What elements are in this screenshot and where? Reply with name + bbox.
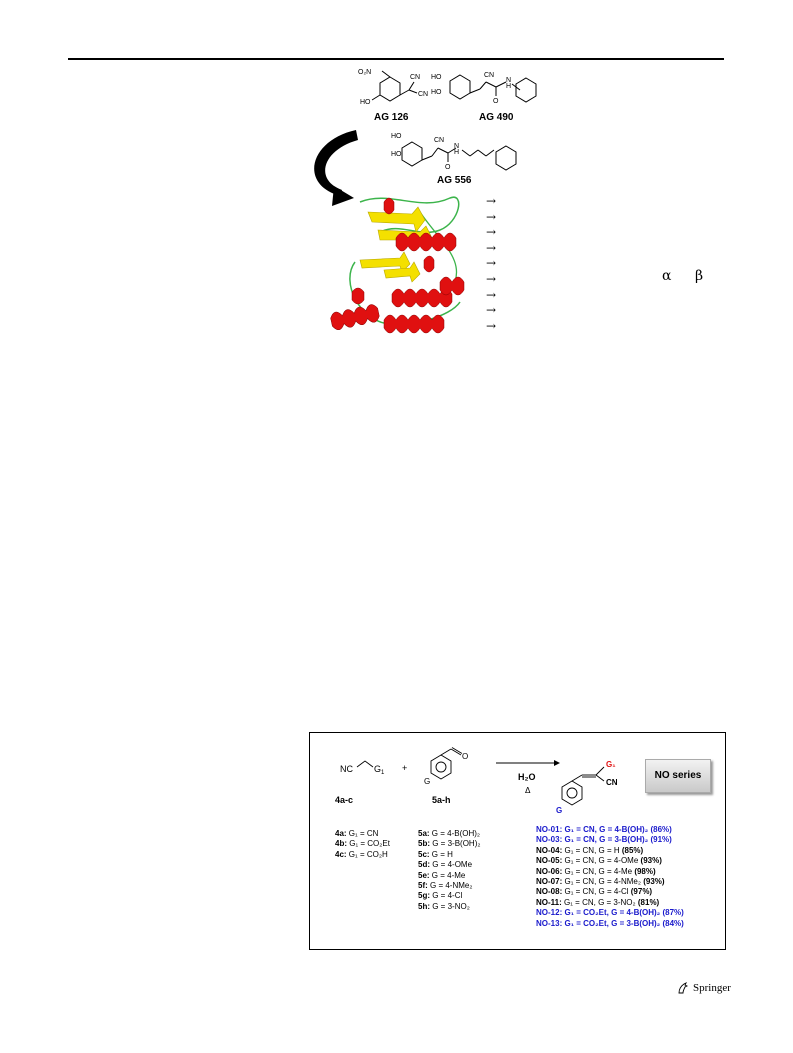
scheme-drawing: NC G 1 + O G H₂O Δ G₁ CN G bbox=[340, 747, 618, 813]
product-structure bbox=[561, 766, 605, 806]
ag490-label: AG 490 bbox=[479, 112, 514, 123]
benzaldehyde-structure bbox=[430, 747, 463, 780]
ag126-cn-1: CN bbox=[410, 74, 420, 81]
arrow-icon: → bbox=[486, 256, 497, 271]
curved-arrow-icon bbox=[314, 130, 358, 206]
list-item: 5c: G = H bbox=[418, 849, 453, 859]
list-item: NO-11: G₁ = CN, G = 3-NO₂ (81%) bbox=[536, 897, 660, 907]
ag490-h: H bbox=[506, 83, 511, 90]
list-item: NO-08: G₁ = CN, G = 4-Cl (97%) bbox=[536, 887, 653, 897]
product-cn: CN bbox=[606, 778, 618, 787]
ag556-ho-1: HO bbox=[391, 133, 402, 140]
ag126-label: AG 126 bbox=[374, 112, 409, 123]
condition-heat: Δ bbox=[525, 786, 531, 795]
ag556-label: AG 556 bbox=[437, 175, 472, 186]
ag126-cn-2: CN bbox=[418, 91, 428, 98]
ag490-o: O bbox=[493, 98, 499, 105]
ag490-cn: CN bbox=[484, 72, 494, 79]
ag556-ho-2: HO bbox=[391, 151, 402, 158]
list-item: NO-04: G₁ = CN, G = H (85%) bbox=[536, 845, 644, 855]
ag126-structure bbox=[371, 70, 418, 102]
ag556-cn: CN bbox=[434, 137, 444, 144]
arrow-icon: → bbox=[486, 194, 497, 208]
list-item: 5g: G = 4-Cl bbox=[418, 891, 463, 901]
list-item: NO-05: G₁ = CN, G = 4-OMe (93%) bbox=[536, 856, 662, 866]
greek-alpha: α bbox=[662, 268, 672, 284]
arrow-icon: → bbox=[486, 271, 497, 286]
list-item: 5b: G = 3-B(OH)₂ bbox=[418, 839, 481, 849]
list-item: NO-12: G₁ = CO₂Et, G = 4-B(OH)₂ (87%) bbox=[536, 908, 684, 918]
arrow-icon: → bbox=[486, 209, 497, 224]
product-g: G bbox=[556, 806, 562, 813]
publisher-name: Springer bbox=[693, 982, 731, 994]
ag556-o: O bbox=[445, 164, 451, 171]
reagent2-g: G bbox=[424, 777, 430, 786]
list-item: 5d: G = 4-OMe bbox=[418, 860, 473, 870]
reagent1-g-sub: 1 bbox=[381, 770, 385, 776]
reagent1-g: G bbox=[374, 764, 381, 774]
ag126-ho: HO bbox=[360, 99, 371, 106]
list-4: 4a: G₁ = CN 4b: G₁ = CO₂Et 4c: G₁ = CO₂H bbox=[335, 829, 390, 860]
tyrphostin-figure: O₂N HO CN CN AG 126 HO HO CN N H O AG 49… bbox=[314, 69, 537, 334]
list-item: 4c: G₁ = CO₂H bbox=[335, 849, 388, 859]
greek-beta: β bbox=[695, 268, 704, 284]
ag490-n: N bbox=[506, 77, 511, 84]
reagent2-o: O bbox=[462, 752, 468, 761]
reagent1-nc: NC bbox=[340, 764, 353, 774]
list-5: 5a: G = 4-B(OH)₂ 5b: G = 3-B(OH)₂ 5c: G … bbox=[418, 829, 480, 912]
list-item: NO-01: G₁ = CN, G = 4-B(OH)₂ (86%) bbox=[536, 825, 672, 834]
reaction-arrow-icon bbox=[554, 760, 560, 766]
list-item: 5f: G = 4-NMe₂ bbox=[418, 881, 473, 891]
list-item: 5h: G = 3-NO₂ bbox=[418, 901, 470, 911]
arrow-icon: → bbox=[486, 287, 497, 302]
arrow-icon: → bbox=[486, 225, 497, 240]
list-item: 5a: G = 4-B(OH)₂ bbox=[418, 829, 481, 838]
ag126-no2: O₂N bbox=[358, 69, 371, 76]
product-list: NO-01: G₁ = CN, G = 4-B(OH)₂ (86%) NO-03… bbox=[536, 825, 684, 929]
publisher-logo: Springer bbox=[676, 981, 731, 995]
list-item: 5e: G = 4-Me bbox=[418, 870, 466, 880]
ag490-ho-2: HO bbox=[431, 89, 442, 96]
condition-water: H₂O bbox=[518, 772, 536, 782]
synthesis-scheme: NC G 1 + O G H₂O Δ G₁ CN G bbox=[309, 732, 726, 950]
springer-horse-icon bbox=[678, 981, 689, 994]
ag556-h: H bbox=[454, 149, 459, 156]
list-item: NO-03: G₁ = CN, G = 3-B(OH)₂ (91%) bbox=[536, 835, 672, 845]
protein-structure-image bbox=[330, 196, 465, 334]
header-rule bbox=[68, 58, 724, 60]
arrow-icon: → bbox=[486, 318, 497, 333]
no-series-badge: NO series bbox=[645, 759, 711, 793]
arrow-icon: → bbox=[486, 303, 497, 318]
list-item: 4b: G₁ = CO₂Et bbox=[335, 839, 390, 849]
reagent1-label: 4a-c bbox=[335, 795, 354, 805]
arrow-icon: → bbox=[486, 240, 497, 255]
arrow-list: → → → → → → → → → bbox=[486, 194, 736, 334]
list-item: NO-13: G₁ = CO₂Et, G = 3-B(OH)₂ (84%) bbox=[536, 918, 684, 928]
reagent2-label: 5a-h bbox=[432, 795, 451, 805]
ag556-n: N bbox=[454, 143, 459, 150]
list-item: NO-07: G₁ = CN, G = 4-NMe₂ (93%) bbox=[536, 877, 665, 887]
ag556-structure bbox=[401, 141, 517, 171]
plus-sign: + bbox=[402, 763, 407, 773]
list-item: NO-06: G₁ = CN, G = 4-Me (98%) bbox=[536, 866, 656, 876]
ag490-ho-1: HO bbox=[431, 74, 442, 81]
list-item: 4a: G₁ = CN bbox=[335, 829, 379, 838]
ag490-structure bbox=[449, 74, 537, 103]
product-g1: G₁ bbox=[606, 760, 616, 769]
